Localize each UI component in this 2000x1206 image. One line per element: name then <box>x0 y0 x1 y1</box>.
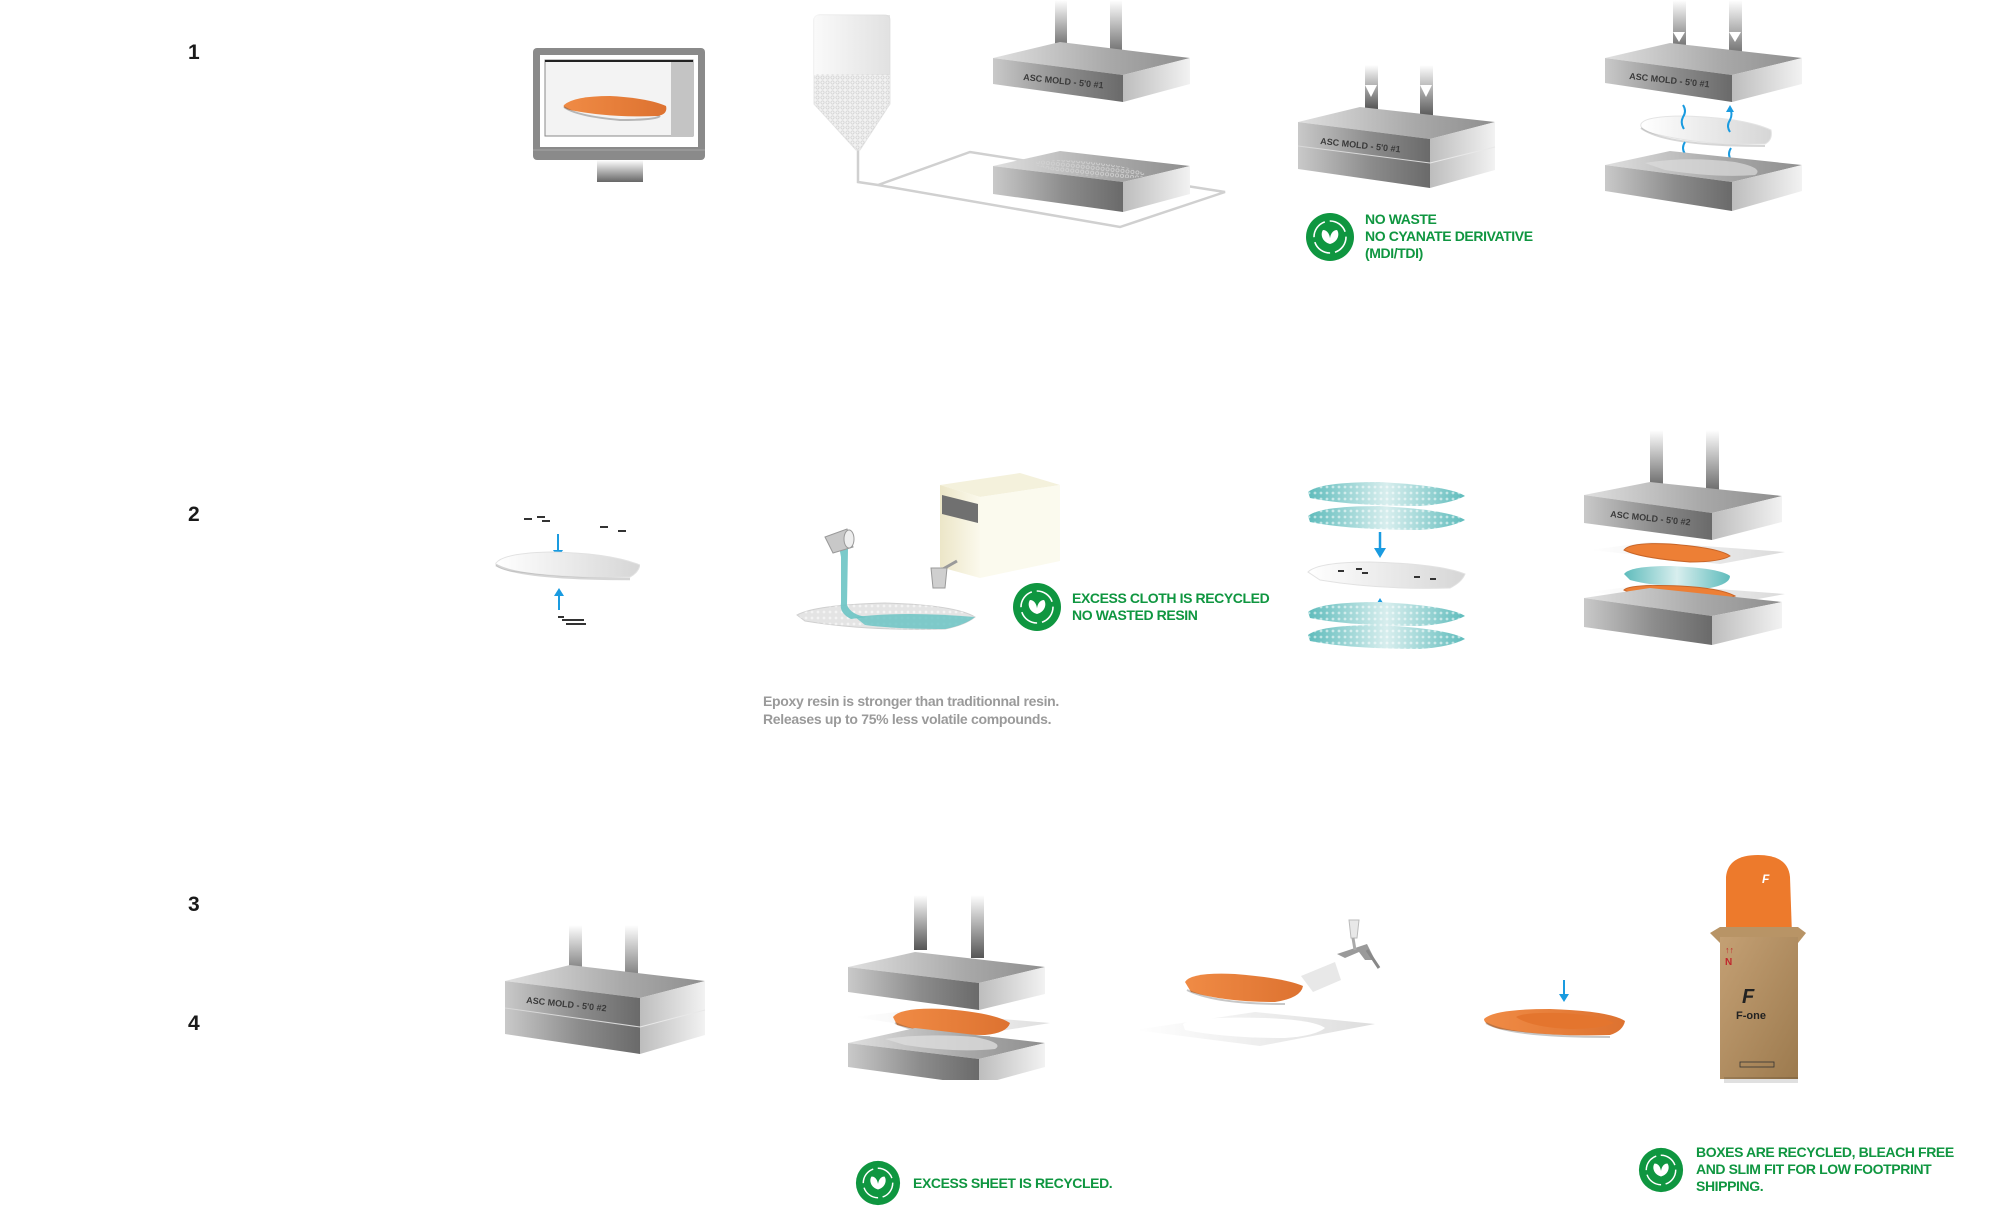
eco-badge-no-waste: NO WASTE NO CYANATE DERIVATIVE (MDI/TDI) <box>1305 211 1533 262</box>
spray-mist <box>1301 962 1341 992</box>
svg-text:F: F <box>1762 872 1770 886</box>
badge-line: NO WASTED RESIN <box>1072 607 1198 623</box>
step-number-4: 4 <box>188 1012 200 1035</box>
resin-cup <box>930 567 948 589</box>
press-pole <box>1055 0 1067 55</box>
eco-badge-excess-sheet: EXCESS SHEET IS RECYCLED. <box>855 1160 1113 1206</box>
recycle-leaf-icon <box>1638 1147 1684 1192</box>
blank-with-inserts-illustration <box>495 516 640 625</box>
deck-pad-board-illustration <box>1484 980 1625 1038</box>
f-one-logo-icon: F <box>1742 986 1755 1008</box>
press-pole <box>1650 430 1663 494</box>
resin-lamination-illustration <box>796 473 1060 630</box>
board-on-screen <box>563 96 667 117</box>
step-number-1: 1 <box>188 41 200 64</box>
badge-line: AND SLIM FIT FOR LOW FOOTPRINT SHIPPING. <box>1696 1161 1932 1194</box>
badge-line: BOXES ARE RECYCLED, BLEACH FREE <box>1696 1144 1954 1160</box>
resin-stream <box>838 540 867 619</box>
cloth-layers-bottom <box>1308 602 1465 649</box>
arrow-up-icon <box>554 588 564 596</box>
badge-line: EXCESS SHEET IS RECYCLED. <box>913 1174 1113 1191</box>
press-pole <box>1110 0 1122 62</box>
spray-gun-icon <box>1337 919 1381 969</box>
badge-line: (MDI/TDI) <box>1365 245 1423 261</box>
note-line: Epoxy resin is stronger than traditionna… <box>763 693 1059 709</box>
cardboard-box <box>1720 937 1798 1079</box>
note-line: Releases up to 75% less volatile compoun… <box>763 711 1052 727</box>
arrow-down-icon <box>1374 548 1386 558</box>
eps-blank-board <box>1640 115 1772 145</box>
orientation-mark: N <box>1725 957 1732 968</box>
arrow-down-icon <box>1559 994 1569 1002</box>
boxed-board <box>1726 855 1792 935</box>
press-pole <box>1706 430 1719 500</box>
closed-mold-1-illustration: ASC MOLD - 5'0 #1 <box>1297 65 1496 188</box>
recycle-leaf-icon <box>855 1160 901 1206</box>
recycle-leaf-icon <box>1013 583 1061 631</box>
cad-monitor-illustration <box>533 48 705 182</box>
cloth-layers-top <box>1308 482 1465 530</box>
eco-badge-excess-cloth: EXCESS CLOTH IS RECYCLED NO WASTED RESIN <box>1012 582 1270 632</box>
svg-text:↑↑: ↑↑ <box>1725 945 1734 955</box>
bead-silo-and-mold-illustration: ASC MOLD - 5'0 #1 <box>813 0 1226 229</box>
press-pole <box>914 895 927 950</box>
badge-line: NO WASTE <box>1365 211 1437 227</box>
eco-badge-boxes: BOXES ARE RECYCLED, BLEACH FREE AND SLIM… <box>1638 1144 2000 1195</box>
step-number-3: 3 <box>188 893 200 916</box>
badge-line: EXCESS CLOTH IS RECYCLED <box>1072 590 1270 606</box>
board-being-painted <box>1185 973 1303 1002</box>
fin-inserts <box>524 516 626 625</box>
press-pole <box>971 895 984 958</box>
press-pole <box>1673 0 1686 56</box>
box-brand: F-one <box>1736 1010 1766 1022</box>
monitor-stand <box>597 160 643 182</box>
mold-1-release-illustration: ASC MOLD - 5'0 #1 <box>1605 0 1802 211</box>
closed-mold-2-illustration: ASC MOLD - 5'0 #2 <box>504 925 706 1054</box>
epoxy-resin-note: Epoxy resin is stronger than traditionna… <box>763 692 1059 728</box>
fiberglass-layup-illustration <box>1307 482 1466 649</box>
steam-arrow-icon <box>1680 104 1686 130</box>
painting-board-illustration <box>1135 919 1381 1046</box>
finished-board <box>893 1008 1010 1035</box>
orange-sheet <box>1623 543 1731 563</box>
mold-2-pressing-illustration: ASC MOLD - 5'0 #2 <box>1584 430 1785 645</box>
laminated-board <box>1624 566 1730 588</box>
shipping-box-illustration: F ↑↑ N F F-one <box>1710 855 1806 1083</box>
step-number-2: 2 <box>188 503 200 526</box>
mold-2-release-illustration <box>848 895 1050 1080</box>
recycle-leaf-icon <box>1306 212 1354 261</box>
badge-line: NO CYANATE DERIVATIVE <box>1365 228 1533 244</box>
